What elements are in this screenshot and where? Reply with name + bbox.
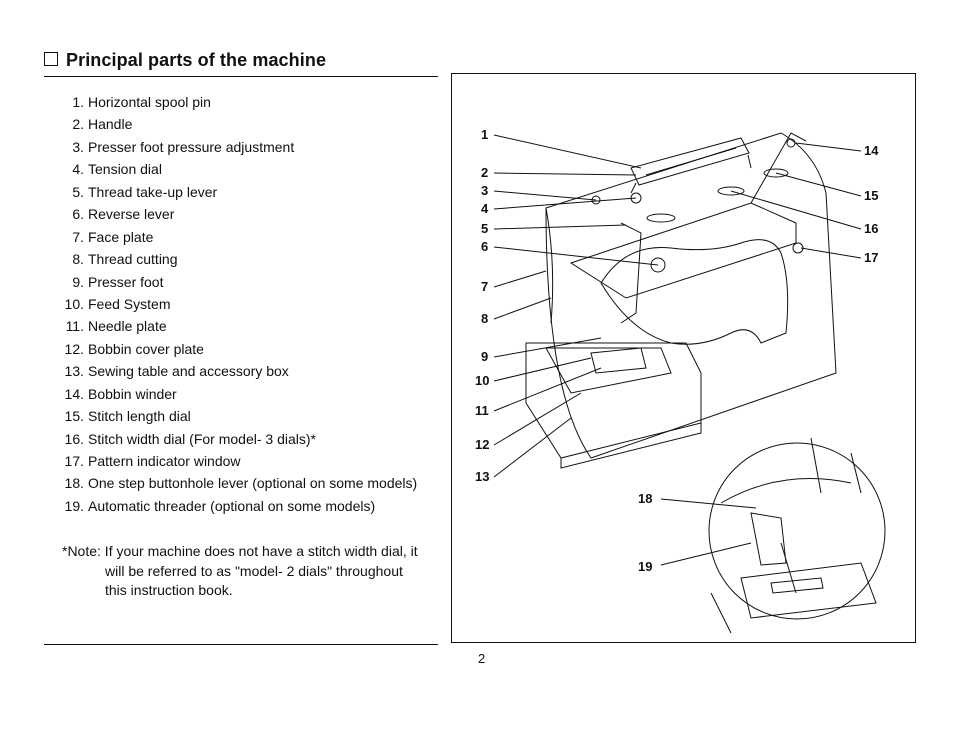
list-item: 17.Pattern indicator window — [64, 453, 241, 469]
callout-4: 4 — [481, 201, 489, 216]
list-item: 6.Reverse lever — [72, 206, 175, 223]
callout-5: 5 — [481, 221, 488, 236]
title-rule — [44, 76, 438, 77]
callout-15: 15 — [864, 188, 878, 203]
list-item: 13.Sewing table and accessory box — [64, 363, 289, 380]
page-title: Principal parts of the machine — [66, 50, 327, 70]
bottom-rule — [44, 644, 438, 645]
list-item: 5.Thread take-up lever — [72, 183, 218, 200]
callout-14: 14 — [864, 143, 879, 158]
callout-16: 16 — [864, 221, 878, 236]
list-item: 19.Automatic threader (optional on some … — [64, 497, 376, 514]
list-item: 16.Stitch width dial (For model- 3 dials… — [64, 430, 316, 447]
list-item: 7.Face plate — [72, 228, 154, 245]
list-item: 14.Bobbin winder — [64, 385, 177, 402]
parts-list: 1.Horizontal spool pin 2.Handle 3.Presse… — [62, 92, 418, 518]
callout-13: 13 — [475, 469, 489, 484]
machine-illustration — [493, 132, 886, 634]
list-item: 18.One step buttonhole lever (optional o… — [64, 475, 418, 492]
callout-7: 7 — [481, 279, 488, 294]
page-number: 2 — [478, 651, 486, 666]
callout-11: 11 — [475, 403, 489, 418]
callout-19: 19 — [638, 559, 652, 574]
callout-10: 10 — [475, 373, 489, 388]
callout-3: 3 — [481, 183, 488, 198]
list-item: 8.Thread cutting — [72, 251, 178, 268]
callout-18: 18 — [638, 491, 652, 506]
callout-12: 12 — [475, 437, 489, 452]
callout-17: 17 — [864, 250, 878, 265]
list-item: 15.Stitch length dial — [64, 408, 191, 425]
callout-1: 1 — [481, 127, 488, 142]
list-item: 12.Bobbin cover plate — [64, 340, 204, 357]
callout-6: 6 — [481, 239, 488, 254]
list-item: 10.Feed System — [64, 295, 171, 312]
callout-2: 2 — [481, 165, 488, 180]
diagram-frame — [451, 73, 916, 643]
list-item: 3.Presser foot pressure adjustment — [72, 138, 295, 155]
list-item: 1.Horizontal spool pin — [72, 94, 211, 110]
sewing-machine-diagram: 1 2 3 4 5 6 7 8 9 10 11 12 13 14 15 16 1… — [475, 127, 886, 634]
note-text: *Note: If your machine does not have a s… — [62, 543, 418, 598]
list-item: 9.Presser foot — [72, 273, 164, 290]
list-item: 2.Handle — [72, 116, 133, 133]
heading-checkbox-icon — [44, 52, 58, 66]
callout-9: 9 — [481, 349, 488, 364]
list-item: 4.Tension dial — [72, 161, 162, 178]
list-item: 11.Needle plate — [65, 318, 167, 335]
callout-8: 8 — [481, 311, 488, 326]
